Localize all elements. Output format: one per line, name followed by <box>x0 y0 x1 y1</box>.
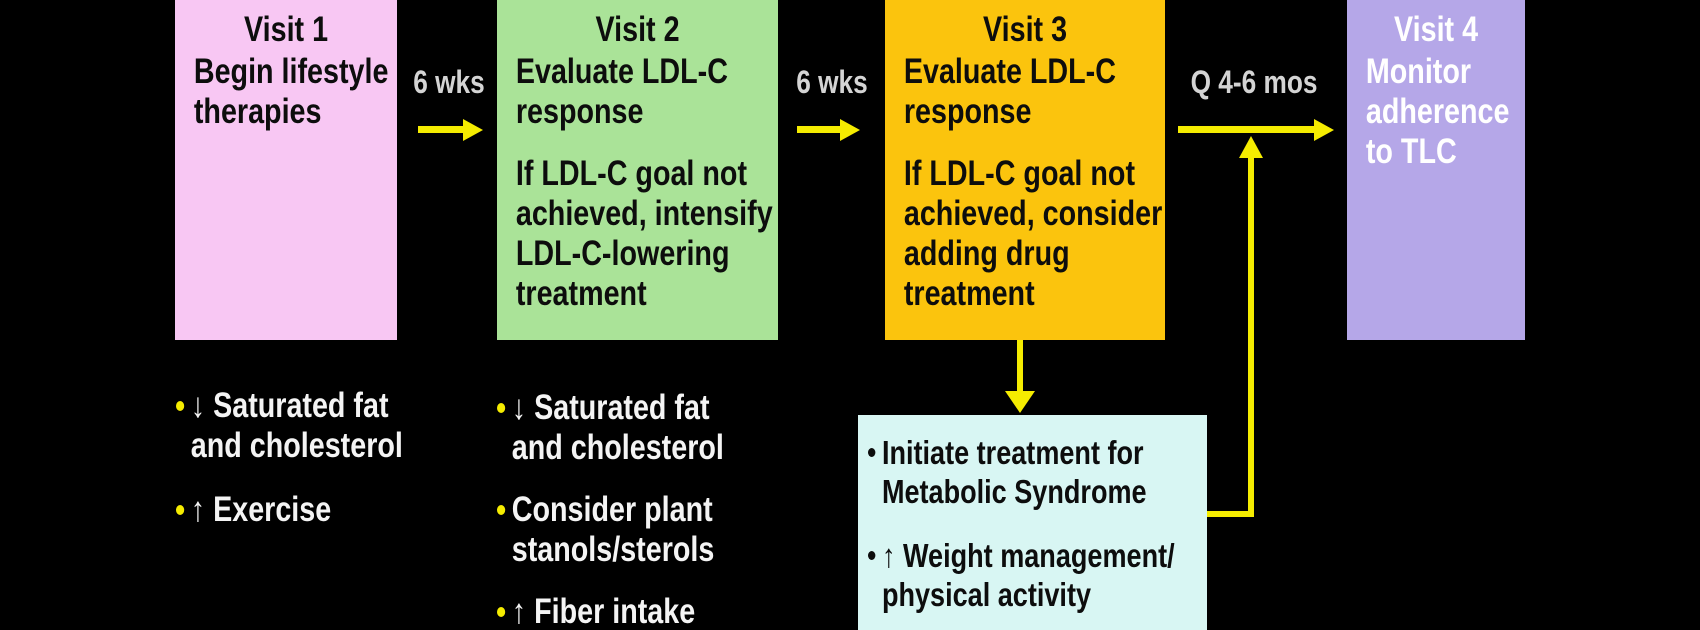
arrow-line-v3-v4 <box>1178 126 1315 133</box>
interval-label-v2-v3: 6 wks <box>796 64 868 100</box>
feedback-elbow-line <box>1207 511 1254 517</box>
bullet-dot-icon <box>868 551 876 560</box>
visit1-title: Visit 1 <box>244 10 329 49</box>
bullet-dot-icon <box>868 448 876 457</box>
interval-label-v1-v2: 6 wks <box>413 64 485 100</box>
interval-label-v3-v4: Q 4-6 mos <box>1190 64 1318 100</box>
list-item-text: ↑ Fiber intake <box>511 592 696 630</box>
bullet-dot-icon <box>497 403 506 413</box>
right-arrowhead-v1-v2-icon <box>463 119 483 141</box>
bullet-dot-icon <box>176 401 185 411</box>
list-item: ↑ Fiber intake <box>497 592 767 630</box>
bullet-dot-icon <box>497 505 506 515</box>
list-item-text: ↑ Exercise <box>190 490 332 529</box>
visit4-title: Visit 4 <box>1394 10 1479 49</box>
list-item: ↑ Weight management/physical activity <box>868 536 1201 614</box>
list-item: ↑ Exercise <box>176 490 426 530</box>
visit3-title: Visit 3 <box>983 10 1068 49</box>
right-arrowhead-v3-v4-icon <box>1314 119 1334 141</box>
visit2-title: Visit 2 <box>595 10 680 49</box>
feedback-riser-line <box>1248 158 1254 517</box>
visit3-down-arrow-line <box>1017 340 1023 393</box>
bullet-dot-icon <box>497 607 506 617</box>
up-arrowhead-icon <box>1239 136 1263 158</box>
down-arrowhead-icon <box>1005 391 1035 413</box>
bullet-dot-icon <box>176 505 185 515</box>
arrow-line-v2-v3 <box>797 126 842 133</box>
arrow-line-v1-v2 <box>418 126 465 133</box>
list-item-text: ↑ Weight management/physical activity <box>881 537 1175 613</box>
right-arrowhead-v2-v3-icon <box>840 119 860 141</box>
